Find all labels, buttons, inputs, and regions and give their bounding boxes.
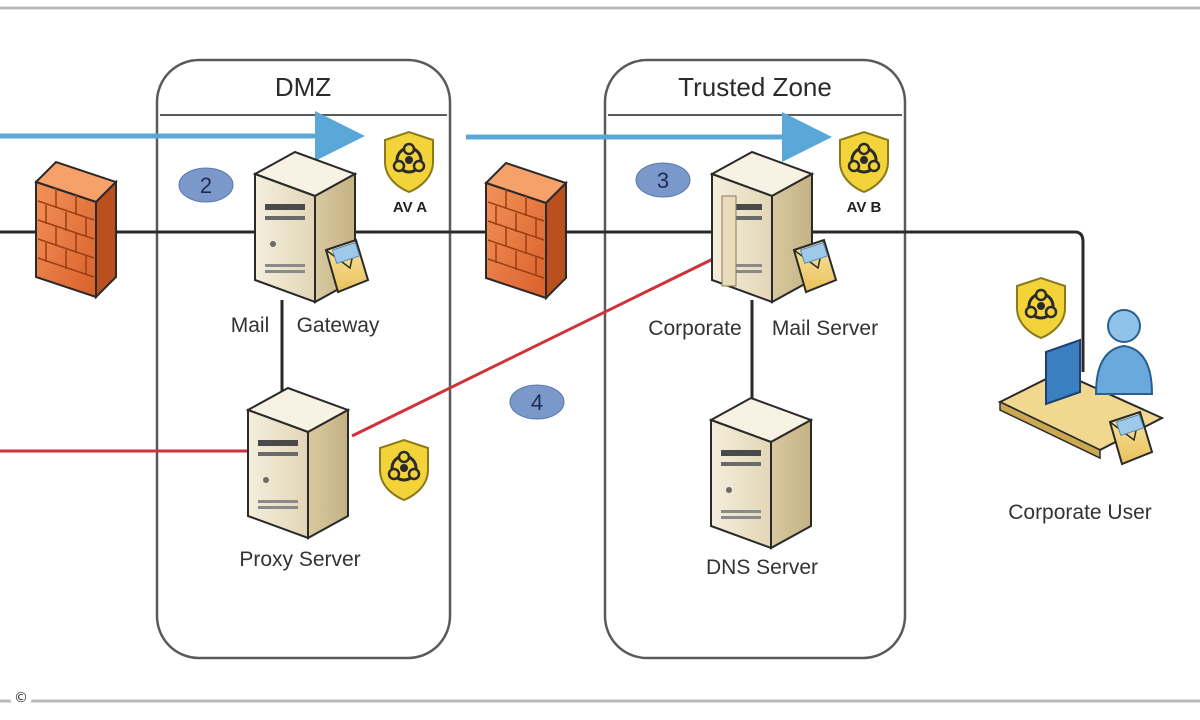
mail-gateway-node: Mail Gateway bbox=[231, 151, 380, 337]
zone-dmz: DMZ bbox=[155, 58, 452, 660]
zone-dmz-box bbox=[155, 58, 452, 660]
step-number: 3 bbox=[657, 168, 669, 193]
copyright-mark: © bbox=[14, 690, 28, 706]
av-a-label: AV A bbox=[393, 199, 427, 216]
mail-gateway-label-left: Mail bbox=[231, 314, 270, 337]
step-badge-4: 4 bbox=[509, 384, 565, 420]
monitor-icon bbox=[1045, 338, 1081, 406]
zone-trusted-box bbox=[603, 58, 907, 660]
corporate-mail-server-node: Corporate Mail Server bbox=[648, 151, 878, 340]
zone-trusted: Trusted Zone bbox=[603, 58, 907, 660]
av-b-node: AV B bbox=[838, 130, 890, 216]
proxy-server-node: Proxy Server bbox=[239, 387, 361, 571]
firewall-icon-inner bbox=[485, 162, 567, 299]
corporate-user-label: Corporate User bbox=[1008, 501, 1152, 524]
zone-dmz-title: DMZ bbox=[275, 72, 331, 102]
corporate-user-node: Corporate User bbox=[997, 309, 1165, 524]
step-number: 2 bbox=[200, 173, 212, 198]
person-head-icon bbox=[1107, 309, 1141, 343]
firewall-icon-outer bbox=[35, 161, 117, 298]
step-badge-2: 2 bbox=[178, 167, 234, 203]
user-drop-line bbox=[1074, 230, 1085, 372]
av-b-label: AV B bbox=[847, 199, 882, 216]
step-number: 4 bbox=[531, 390, 543, 415]
flow-arrows bbox=[0, 111, 832, 162]
mail-gateway-label-right: Gateway bbox=[297, 314, 380, 337]
proxy-server-label: Proxy Server bbox=[239, 548, 360, 571]
dns-server-node: DNS Server bbox=[706, 397, 818, 579]
dns-server-label: DNS Server bbox=[706, 556, 818, 579]
step-badge-3: 3 bbox=[635, 162, 691, 198]
av-a-node: AV A bbox=[383, 130, 435, 216]
corporate-mail-label-right: Mail Server bbox=[772, 317, 878, 340]
server-icon-dns bbox=[710, 397, 812, 549]
proxy-mailserver-link bbox=[351, 256, 716, 438]
zone-trusted-title: Trusted Zone bbox=[678, 72, 832, 102]
server-icon-proxy bbox=[247, 387, 349, 539]
server-drive-bay bbox=[721, 195, 737, 287]
person-body-icon bbox=[1094, 344, 1154, 395]
biohazard-shield-icon bbox=[1015, 276, 1067, 340]
corporate-mail-label-left: Corporate bbox=[648, 317, 741, 340]
